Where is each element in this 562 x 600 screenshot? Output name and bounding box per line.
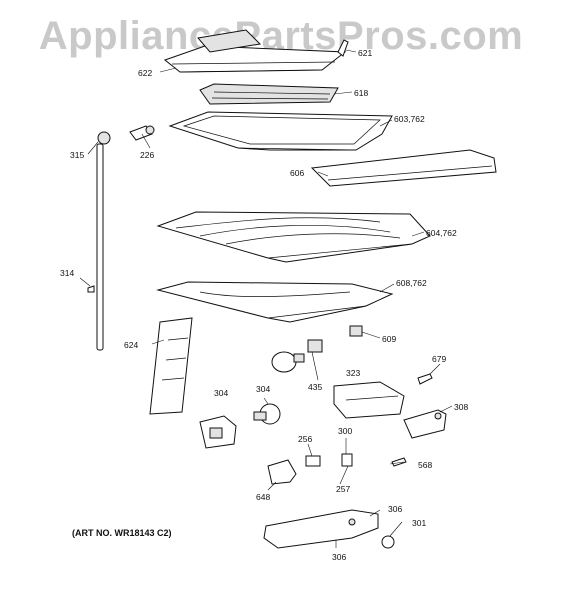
callout-257: 257 — [336, 484, 350, 494]
callout-314: 314 — [60, 268, 74, 278]
callout-304a: 304 — [214, 388, 228, 398]
callout-308: 308 — [454, 402, 468, 412]
callout-568: 568 — [418, 460, 432, 470]
callout-226: 226 — [140, 150, 154, 160]
part-306-housing — [263, 509, 379, 549]
part-568-screw — [391, 457, 407, 467]
part-226-bulb — [129, 125, 155, 141]
part-301-knob — [381, 535, 395, 549]
callout-608: 608,762 — [396, 278, 427, 288]
part-304-control-a — [199, 415, 237, 449]
part-609-clip — [349, 325, 363, 337]
part-603-shelf — [168, 111, 393, 151]
callout-301: 301 — [412, 518, 426, 528]
part-314-rod — [87, 131, 111, 351]
part-679-screw — [417, 373, 433, 385]
part-308-bracket — [403, 409, 447, 439]
callout-306a: 306 — [388, 504, 402, 514]
callout-435: 435 — [308, 382, 322, 392]
callout-622: 622 — [138, 68, 152, 78]
callout-323: 323 — [346, 368, 360, 378]
part-435-lamp — [271, 339, 323, 373]
callout-624: 624 — [124, 340, 138, 350]
callout-leaders — [79, 49, 453, 548]
callout-648: 648 — [256, 492, 270, 502]
callout-609: 609 — [382, 334, 396, 344]
art-number: (ART NO. WR18143 C2) — [72, 528, 172, 538]
part-604-tray — [156, 211, 431, 263]
callout-256: 256 — [298, 434, 312, 444]
part-606-crisper-front — [310, 149, 497, 187]
part-624-channel — [149, 317, 193, 415]
part-304-knob — [253, 403, 281, 425]
callout-315: 315 — [70, 150, 84, 160]
callout-618: 618 — [354, 88, 368, 98]
callout-304b: 304 — [256, 384, 270, 394]
part-323-housing — [333, 381, 405, 419]
part-256-switch — [305, 455, 321, 467]
part-300-thermostat — [341, 453, 353, 467]
part-618-slide — [199, 83, 339, 105]
part-621-pin — [337, 39, 349, 57]
part-608-tray — [156, 281, 394, 323]
callout-679: 679 — [432, 354, 446, 364]
callout-603: 603,762 — [394, 114, 425, 124]
callout-621: 621 — [358, 48, 372, 58]
part-648-module — [267, 459, 297, 485]
callout-300: 300 — [338, 426, 352, 436]
callout-604: 604,762 — [426, 228, 457, 238]
callout-606: 606 — [290, 168, 304, 178]
part-622-cover — [163, 29, 347, 73]
callout-306b: 306 — [332, 552, 346, 562]
